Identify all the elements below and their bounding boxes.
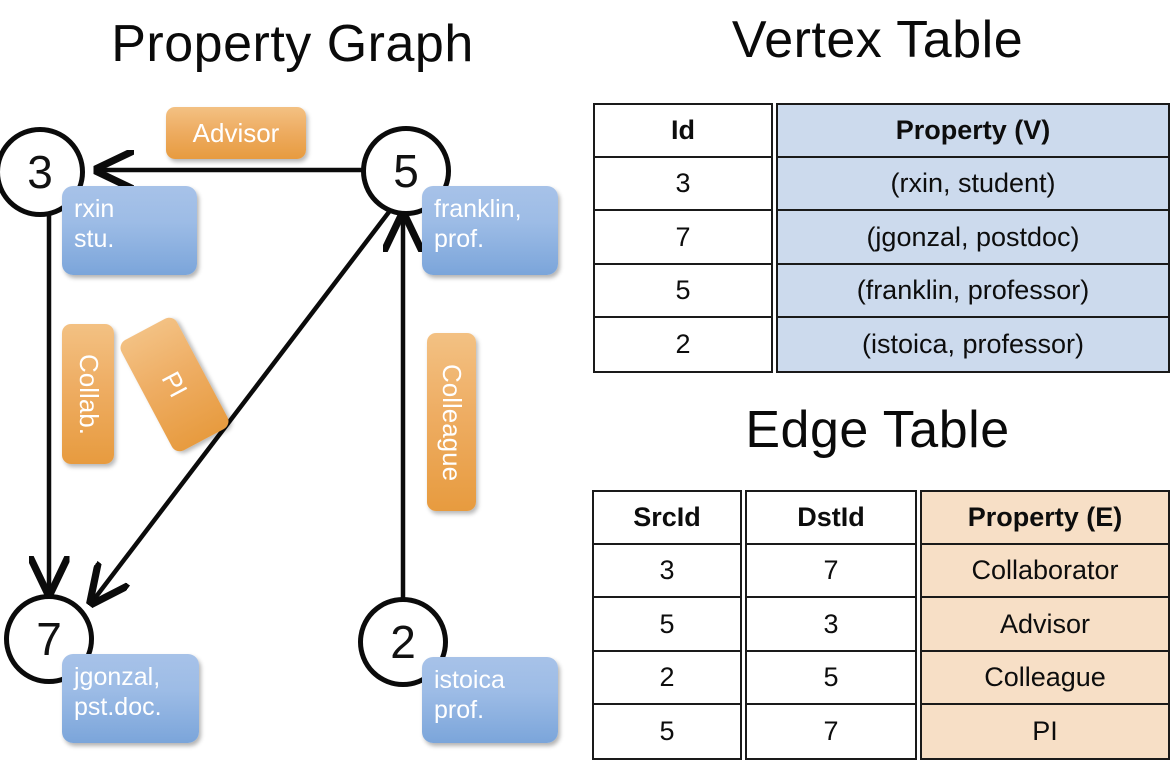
page-title-property-graph: Property Graph [111, 15, 474, 73]
node-property-line-2: prof. [434, 224, 485, 253]
graph-edges-svg [0, 0, 585, 760]
vertex-table-col-property: Property (V) (rxin, student) (jgonzal, p… [776, 103, 1170, 373]
node-property-line-1: istoica [434, 666, 505, 694]
edge-table: SrcId 3 5 2 5 DstId 7 3 5 7 Property (E)… [592, 490, 1170, 760]
node-property-line-1: franklin, [434, 195, 522, 223]
table-cell-property: (jgonzal, postdoc) [778, 211, 1168, 265]
table-cell-srcid: 2 [594, 652, 740, 705]
node-property-box-5: franklin, prof. [422, 186, 558, 275]
table-cell-dstid: 7 [747, 545, 915, 599]
edge-label-colleague-text: Colleague [437, 363, 467, 481]
vertex-table-header-property: Property (V) [778, 105, 1168, 159]
edge-table-col-dstid: DstId 7 3 5 7 [745, 490, 917, 760]
property-graph-diagram: 3 5 7 2 rxin stu. franklin, prof. jgonza… [0, 0, 585, 760]
table-cell-property: Collaborator [922, 545, 1168, 599]
table-cell-srcid: 5 [659, 715, 675, 746]
table-cell-id: 5 [595, 265, 771, 318]
edge-table-header-srcid: SrcId [594, 492, 740, 546]
vertex-table: Id 3 7 5 2 Property (V) (rxin, student) … [593, 103, 1170, 373]
node-property-line-2: pst.doc. [74, 692, 162, 721]
edge-label-colleague: Colleague [427, 333, 476, 511]
graph-node-2-label: 2 [390, 616, 416, 668]
table-cell-srcid: 5 [594, 598, 740, 652]
graph-node-7-label: 7 [36, 613, 62, 665]
node-property-box-2: istoica prof. [422, 657, 558, 743]
node-property-line-1: rxin [74, 195, 115, 223]
vertex-table-col-id: Id 3 7 5 2 [593, 103, 773, 373]
table-cell-property: PI [922, 704, 1168, 758]
vertex-table-header-id: Id [595, 105, 771, 159]
table-cell-id: 2 [675, 328, 691, 359]
edge-label-pi-text: PI [155, 366, 194, 403]
node-property-line-2: stu. [74, 224, 115, 253]
edge-table-col-property: Property (E) Collaborator Advisor Collea… [920, 490, 1170, 760]
table-cell-srcid: 3 [594, 545, 740, 599]
table-cell-property: (franklin, professor) [778, 264, 1168, 318]
edge-5-to-7 [92, 206, 394, 602]
table-cell-property: (rxin, student) [778, 158, 1168, 212]
node-property-box-3: rxin stu. [62, 186, 197, 275]
graph-node-3-label: 3 [27, 146, 53, 198]
edge-label-advisor-text: Advisor [192, 117, 280, 148]
page-title-edge-table: Edge Table [745, 401, 1010, 459]
node-property-line-1: jgonzal, [74, 663, 161, 691]
page-title-vertex-table: Vertex Table [731, 11, 1024, 69]
edge-table-header-dstid: DstId [747, 492, 915, 546]
edge-label-advisor: Advisor [166, 107, 306, 159]
table-cell-id: 7 [595, 211, 771, 265]
table-cell-property: Advisor [922, 598, 1168, 652]
table-cell-dstid: 7 [823, 715, 839, 746]
edge-table-header-property: Property (E) [922, 492, 1168, 546]
node-property-box-7: jgonzal, pst.doc. [62, 654, 199, 743]
table-cell-dstid: 3 [747, 598, 915, 652]
graph-node-5-label: 5 [393, 145, 419, 197]
node-property-line-2: prof. [434, 695, 485, 724]
table-cell-property: (istoica, professor) [778, 317, 1168, 371]
edge-label-collab: Collab. [62, 324, 114, 464]
table-cell-id: 3 [595, 158, 771, 212]
edge-table-col-srcid: SrcId 3 5 2 5 [592, 490, 742, 760]
table-cell-dstid: 5 [747, 652, 915, 705]
table-cell-property: Colleague [922, 651, 1168, 705]
edge-label-collab-text: Collab. [73, 353, 104, 435]
